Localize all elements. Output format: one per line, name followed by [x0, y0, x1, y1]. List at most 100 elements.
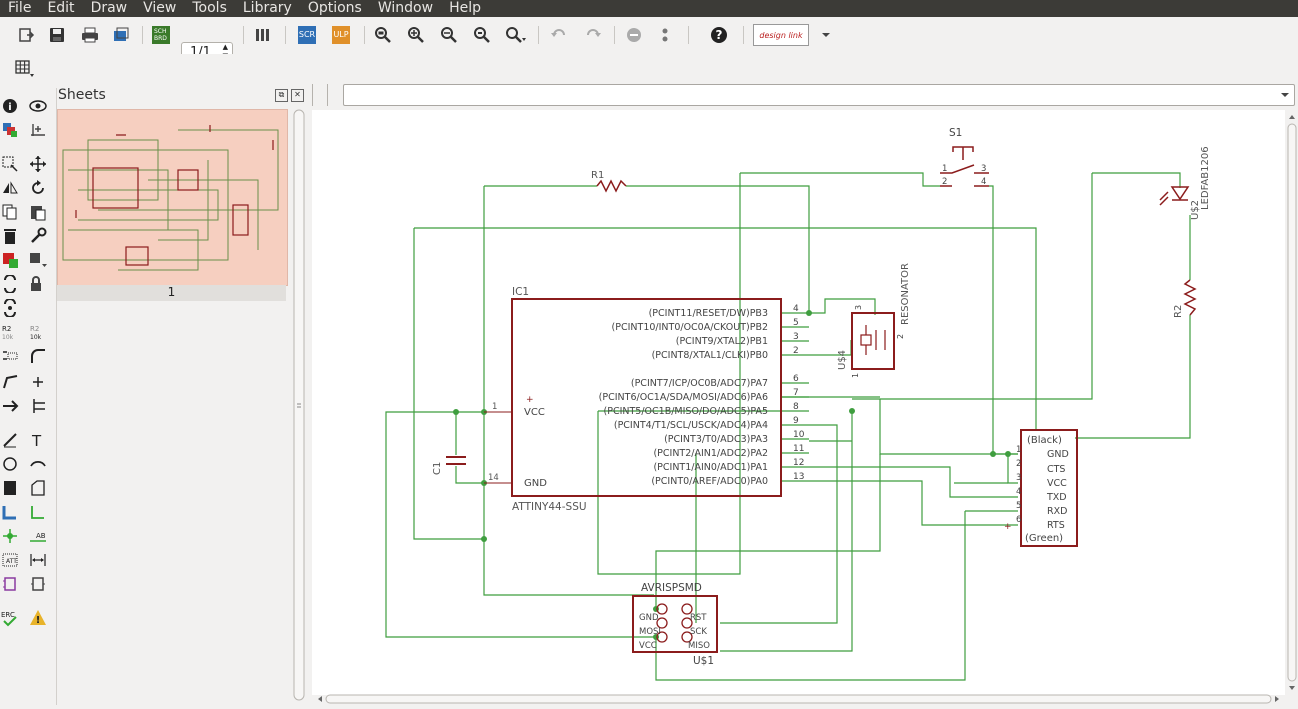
- vertical-scrollbar[interactable]: [1286, 110, 1298, 695]
- erc-icon[interactable]: ERC: [0, 608, 20, 628]
- go-icon[interactable]: [654, 24, 676, 46]
- sheet-item-label: 1: [167, 285, 176, 299]
- frame-icon[interactable]: [0, 574, 20, 594]
- pinswap-icon[interactable]: [0, 274, 20, 294]
- rect-icon[interactable]: [0, 478, 20, 498]
- ic1-pin-label: (PCINT4/T1/SCL/USCK/ADC4)PA4: [614, 420, 768, 431]
- ic1-part[interactable]: IC1 ATTINY44-SSU + 1 VCC 14 GND (PCINT11…: [484, 286, 805, 513]
- zoom-select-icon[interactable]: [505, 24, 527, 46]
- wire-draw-icon[interactable]: [0, 430, 20, 450]
- led-name: U$2: [1190, 200, 1201, 220]
- display-icon[interactable]: [0, 120, 20, 140]
- delete-icon[interactable]: [0, 226, 20, 246]
- chevron-down-icon[interactable]: [815, 24, 837, 46]
- optimize-icon[interactable]: [0, 396, 20, 416]
- zoom-redraw-icon[interactable]: [471, 24, 493, 46]
- c1-part[interactable]: C1: [432, 456, 466, 475]
- ftdi-part[interactable]: (Black) (Green) GND CTS VCC TXD RXD RTS …: [1004, 429, 1078, 547]
- designlink-button[interactable]: design link: [753, 24, 809, 46]
- menu-library[interactable]: Library: [242, 0, 292, 16]
- split-icon[interactable]: [0, 372, 20, 392]
- horizontal-scrollbar[interactable]: [312, 693, 1285, 705]
- change-icon[interactable]: [28, 226, 48, 246]
- replace-icon[interactable]: [28, 250, 48, 270]
- ic1-pin-label: (PCINT1/AIN0/ADC1)PA1: [653, 462, 768, 473]
- cam-icon[interactable]: [110, 24, 132, 46]
- toolbar-grip: [312, 84, 328, 106]
- bus-split-icon[interactable]: [28, 396, 48, 416]
- label-icon[interactable]: AB: [28, 526, 48, 546]
- menu-draw[interactable]: Draw: [90, 0, 128, 16]
- led-part[interactable]: U$2 LEDFAB1206: [1159, 146, 1211, 220]
- stop-icon[interactable]: [623, 24, 645, 46]
- attribute-icon[interactable]: ATT: [0, 550, 20, 570]
- bus-icon[interactable]: [0, 502, 20, 522]
- menu-edit[interactable]: Edit: [47, 0, 75, 16]
- menu-tools[interactable]: Tools: [192, 0, 227, 16]
- close-icon[interactable]: ✕: [291, 89, 304, 102]
- columns-icon[interactable]: [252, 24, 274, 46]
- miter-icon[interactable]: [28, 346, 48, 366]
- script-icon[interactable]: SCR: [296, 24, 318, 46]
- show-icon[interactable]: [28, 96, 48, 116]
- errors-icon[interactable]: !: [28, 608, 48, 628]
- zoom-fit-icon[interactable]: [372, 24, 394, 46]
- menu-window[interactable]: Window: [377, 0, 434, 16]
- save-icon[interactable]: [46, 24, 68, 46]
- r1-part[interactable]: R1: [591, 170, 627, 193]
- add-part-icon[interactable]: [0, 250, 20, 270]
- r2-part[interactable]: R2: [1173, 279, 1197, 318]
- menu-view[interactable]: View: [143, 0, 177, 16]
- lock-icon[interactable]: [28, 274, 48, 294]
- sch-brd-switch-icon[interactable]: SCH BRD: [150, 24, 172, 46]
- copy-icon[interactable]: [0, 202, 20, 222]
- open-icon[interactable]: [16, 24, 38, 46]
- chevron-down-icon[interactable]: [1280, 89, 1290, 104]
- sheet-thumbnail[interactable]: [57, 109, 288, 286]
- paste-icon[interactable]: [28, 202, 48, 222]
- rotate-icon[interactable]: [28, 178, 48, 198]
- circle-icon[interactable]: [0, 454, 20, 474]
- sheet-item-1[interactable]: 1: [57, 285, 286, 301]
- junction-icon[interactable]: [0, 526, 20, 546]
- print-icon[interactable]: [79, 24, 101, 46]
- s1-part[interactable]: S1 1 2 3 4: [940, 127, 989, 187]
- menu-options[interactable]: Options: [307, 0, 362, 16]
- mark-icon[interactable]: [28, 120, 48, 140]
- ic1-pin-label: (PCINT9/XTAL2)PB1: [676, 336, 768, 347]
- menu-file[interactable]: File: [8, 0, 32, 16]
- arc-icon[interactable]: [28, 454, 48, 474]
- resonator-part[interactable]: RESONATOR U$4 1 2 3: [837, 263, 911, 378]
- invoke-icon[interactable]: [28, 372, 48, 392]
- svg-text:R2: R2: [30, 325, 39, 333]
- info-icon[interactable]: i: [0, 96, 20, 116]
- sheets-scrollbar[interactable]: [292, 108, 306, 705]
- module-icon[interactable]: [28, 574, 48, 594]
- ulp-icon[interactable]: ULP: [330, 24, 352, 46]
- gateswap-icon[interactable]: [0, 298, 20, 318]
- move-icon[interactable]: [28, 154, 48, 174]
- mirror-icon[interactable]: [0, 178, 20, 198]
- net-icon[interactable]: [28, 502, 48, 522]
- redo-icon[interactable]: [582, 24, 604, 46]
- move-select-icon[interactable]: [0, 154, 20, 174]
- avrisp-value: AVRISPSMD: [641, 582, 702, 594]
- designlink-label: design link: [753, 24, 809, 46]
- help-icon[interactable]: ?: [708, 24, 730, 46]
- grid-icon[interactable]: [14, 57, 36, 79]
- smash-icon[interactable]: [0, 346, 20, 366]
- avrisp-part[interactable]: AVRISPSMD U$1 GND MOSI VCC RST SCK MISO: [632, 582, 718, 667]
- float-icon[interactable]: ⧉: [275, 89, 288, 102]
- zoom-in-icon[interactable]: [405, 24, 427, 46]
- undo-icon[interactable]: [548, 24, 570, 46]
- ic1-pin-num: 4: [793, 304, 799, 314]
- schematic-canvas[interactable]: IC1 ATTINY44-SSU + 1 VCC 14 GND (PCINT11…: [312, 110, 1285, 695]
- polygon-icon[interactable]: [28, 478, 48, 498]
- dimension-icon[interactable]: [28, 550, 48, 570]
- zoom-out-icon[interactable]: [438, 24, 460, 46]
- menu-help[interactable]: Help: [449, 0, 481, 16]
- text-icon[interactable]: T: [28, 430, 48, 450]
- command-input[interactable]: [343, 84, 1295, 106]
